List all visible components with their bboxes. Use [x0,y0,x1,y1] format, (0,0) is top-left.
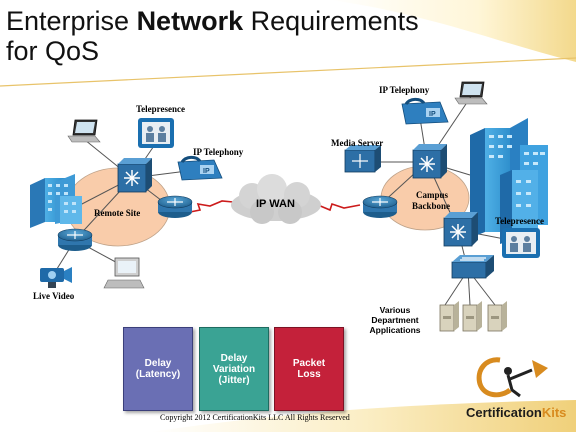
multilayer-switch-icon [117,158,152,193]
bottom-swoosh [150,400,576,432]
router-icon [362,195,398,218]
campus-backbone-label-line2: Backbone [412,201,451,211]
router-icon [157,195,193,218]
top-swoosh [330,0,576,62]
department-line: Department [371,315,419,325]
media-server-icon [344,145,381,173]
telepresence-label: Telepresence [136,104,185,114]
desktop-pc-icon [103,257,145,289]
title-text-part: Requirements [243,6,419,36]
svg-text:IP: IP [429,111,436,118]
slide-title: Enterprise Network Requirements for QoS [6,6,419,66]
brand-wordmark: CertificationKits [466,405,566,420]
multilayer-switch-icon [443,212,478,247]
video-camera-icon [40,267,72,288]
department-line: Various [379,305,411,315]
department-applications-label: Various Department Applications [360,305,430,335]
title-text-part: Enterprise [6,6,137,36]
ip-telephony-label: IP Telephony [379,85,430,95]
svg-text:IP: IP [203,168,210,175]
multilayer-switch-icon [412,144,447,179]
copyright-text: Copyright 2012 CertificationKits LLC All… [160,413,350,422]
requirement-line: Delay [220,352,248,364]
brand-part: Certification [466,405,542,420]
department-line: Applications [369,325,421,335]
title-text-bold: Network [136,6,244,36]
ip-phone-icon: IP [401,97,449,125]
requirement-line: Packet [292,358,326,369]
laptop-icon [67,119,101,143]
laptop-icon [454,81,488,105]
remote-office-building-icon [30,174,82,228]
campus-buildings-icon [470,118,548,244]
live-video-label: Live Video [33,291,75,301]
requirement-line: Delay [144,358,172,369]
server-icon [439,301,459,332]
requirement-line: (Latency) [135,369,181,380]
telepresence-label: Telepresence [495,216,544,226]
telepresence-icon [502,228,540,258]
telepresence-icon [138,118,174,148]
ip-phone-icon: IP [177,155,223,181]
media-server-label: Media Server [331,138,384,148]
delay-latency-box: Delay (Latency) [123,327,193,411]
campus-backbone-label-line1: Campus [416,190,449,200]
brand-part: Kits [541,405,567,420]
certificationkits-logo-icon [476,357,548,398]
wan-link-right [317,202,361,212]
packet-loss-box: Packet Loss [274,327,344,411]
wan-link-left [189,200,234,213]
server-icon [462,301,482,332]
router-icon [57,228,93,251]
ip-wan-cloud [231,174,321,224]
ip-telephony-label: IP Telephony [193,147,244,157]
server-icon [487,301,507,332]
remote-site-label: Remote Site [94,208,141,218]
requirement-line: (Jitter) [218,374,250,386]
title-line-2: for QoS [6,36,100,66]
delay-variation-jitter-box: Delay Variation (Jitter) [199,327,269,411]
requirement-line: Variation [212,363,256,375]
workgroup-switch-icon [451,255,494,279]
requirement-line: Loss [297,369,321,380]
ip-wan-label: IP WAN [256,198,295,210]
